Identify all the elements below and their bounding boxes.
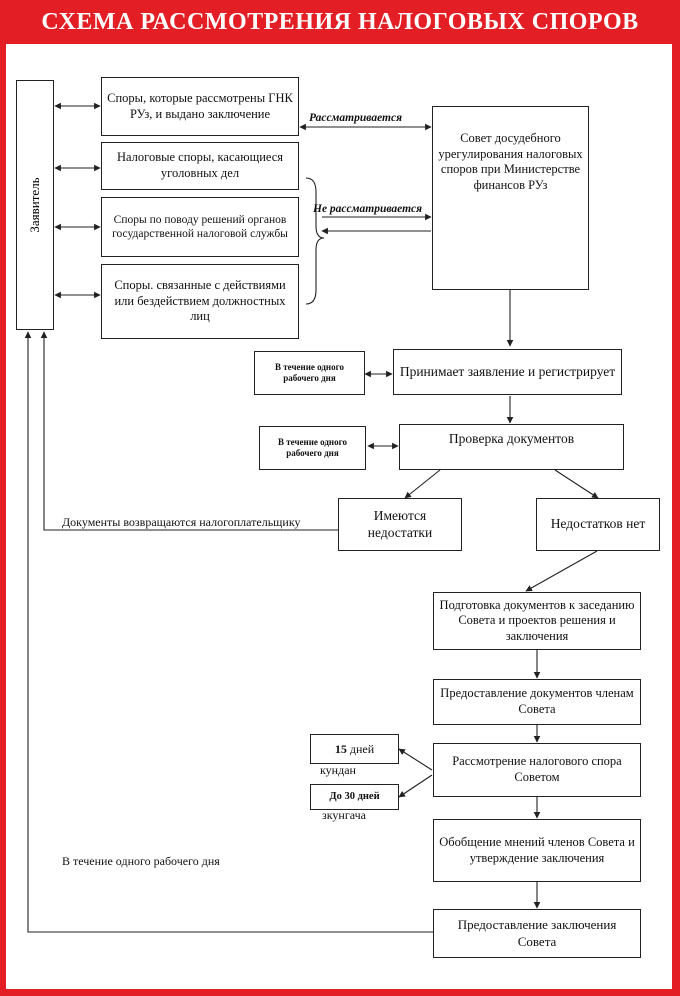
brace	[305, 177, 325, 305]
box-prepare-documents: Подготовка документов к заседанию Совета…	[433, 592, 641, 650]
box-within-day-2: В течение одного рабочего дня	[259, 426, 366, 470]
box-council: Совет досудебного урегулирования налогов…	[432, 106, 589, 290]
box-no-defects: Недостатков нет	[536, 498, 660, 551]
days15-word: дней	[349, 741, 375, 756]
label-not-considered: Не рассматривается	[313, 203, 423, 215]
arrow-nodefects-prepare	[525, 550, 598, 592]
days15-number: 15	[334, 741, 347, 756]
box-review-dispute: Рассмотрение налогового спора Советом	[433, 743, 641, 797]
arrow-check-nodefects	[554, 469, 599, 499]
arrow-review-30days	[398, 774, 433, 798]
arrow-review-15days	[398, 748, 433, 771]
applicant-box: Заявитель	[16, 80, 54, 330]
label-docs-returned: Документы возвращаются налогоплательщику	[62, 515, 301, 529]
box-summary-approve: Обобщение мнений членов Совета и утвержд…	[433, 819, 641, 882]
arrow-check-defects	[404, 469, 441, 499]
box-present-documents: Предоставление документов членам Совета	[433, 679, 641, 725]
box-gnk-disputes: Споры, которые рассмотрены ГНК РУз, и вы…	[101, 77, 299, 136]
page-title: СХЕМА РАССМОТРЕНИЯ НАЛОГОВЫХ СПОРОВ	[41, 9, 639, 35]
box-official-actions: Споры. связанные с действиями или бездей…	[101, 264, 299, 339]
box-check-documents: Проверка документов	[399, 424, 624, 470]
label-considered: Рассматривается	[309, 112, 402, 124]
arrow-final-applicant	[24, 331, 433, 933]
box-final-conclusion: Предоставление заключения Совета	[433, 909, 641, 958]
label-days15-sub: кундан	[320, 763, 356, 777]
label-within-day-bottom: В течение одного рабочего дня	[62, 854, 220, 868]
box-tax-service-decisions: Споры по поводу решений органов государс…	[101, 197, 299, 257]
box-within-day-1: В течение одного рабочего дня	[254, 351, 365, 395]
box-30-days: До 30 дней	[310, 784, 399, 810]
box-has-defects: Имеются недостатки	[338, 498, 462, 551]
applicant-label: Заявитель	[27, 177, 42, 233]
box-accept-register: Принимает заявление и регистрирует	[393, 349, 622, 395]
arrow-docs-returned	[40, 331, 338, 531]
box-15-days: 15 дней	[310, 734, 399, 764]
label-days30-sub: зкунгача	[322, 808, 366, 822]
box-criminal-disputes: Налоговые споры, касающиеся уголовных де…	[101, 142, 299, 190]
